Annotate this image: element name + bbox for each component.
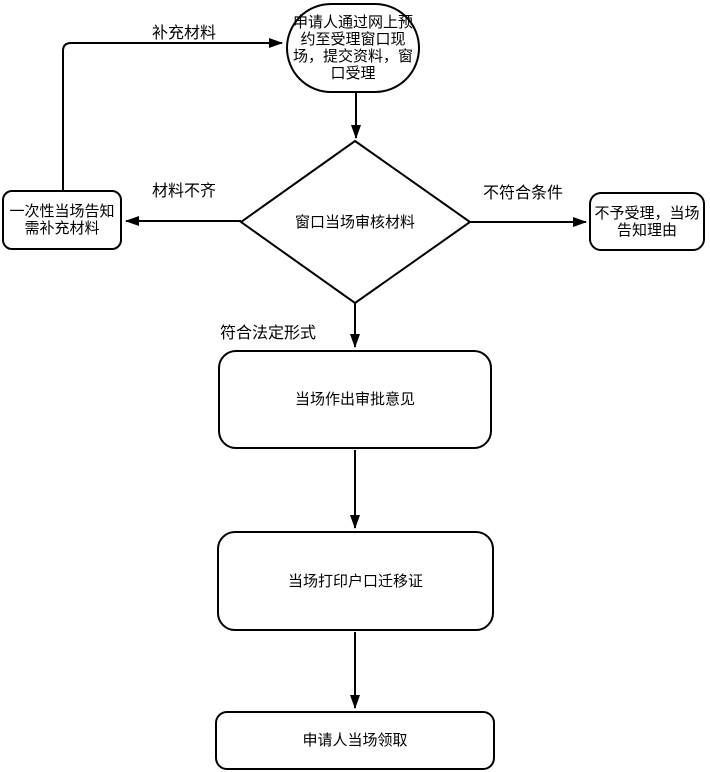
node-print: 当场打印户口迁移证 bbox=[217, 531, 494, 631]
node-decision: 窗口当场审核材料 bbox=[270, 214, 440, 231]
node-start: 申请人通过网上预 约至受理窗口现 场，提交资料，窗 口受理 bbox=[286, 3, 420, 93]
node-reject-label: 不予受理，当场 告知理由 bbox=[594, 203, 700, 239]
edge-label-supplement: 补充材料 bbox=[152, 23, 217, 42]
node-print-label: 当场打印户口迁移证 bbox=[287, 571, 423, 590]
node-start-label: 申请人通过网上预 约至受理窗口现 场，提交资料，窗 口受理 bbox=[292, 13, 413, 82]
edge-label-legal-form: 符合法定形式 bbox=[220, 323, 317, 342]
node-notify: 一次性当场告知 需补充材料 bbox=[2, 190, 122, 250]
node-decision-label: 窗口当场审核材料 bbox=[294, 213, 415, 231]
node-approve: 当场作出审批意见 bbox=[218, 350, 492, 449]
edge-label-incomplete: 材料不齐 bbox=[152, 181, 217, 200]
edge-label-not-qualified: 不符合条件 bbox=[483, 183, 564, 202]
node-reject: 不予受理，当场 告知理由 bbox=[589, 192, 705, 251]
edge-notify-to-start bbox=[62, 38, 283, 190]
node-receive-label: 申请人当场领取 bbox=[302, 731, 408, 749]
node-notify-label: 一次性当场告知 需补充材料 bbox=[9, 202, 115, 237]
node-decision-shape bbox=[239, 139, 472, 305]
node-approve-label: 当场作出审批意见 bbox=[294, 390, 415, 408]
node-receive: 申请人当场领取 bbox=[215, 711, 495, 770]
